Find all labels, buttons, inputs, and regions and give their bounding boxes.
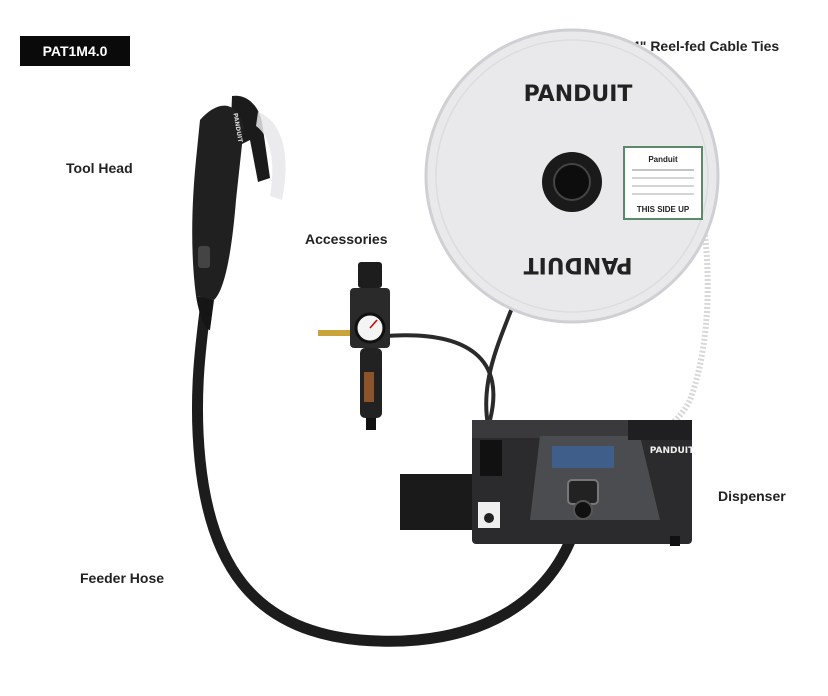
cable-tie-reel [424,28,720,324]
dispenser-brand: PANDUIT [650,446,695,456]
tool-head-label: Tool Head [66,160,133,176]
feeder-hose-label: Feeder Hose [80,570,165,586]
tool-head [192,95,286,330]
reel-brand-top: PANDUIT [524,82,633,107]
air-hose [384,333,496,421]
tie-ribbon [627,234,711,443]
filter-regulator [318,262,390,430]
reel-label: 4" Reel-fed Cable Ties [632,38,780,54]
reel-sticker-brand: Panduit [648,155,678,164]
accessories-label: Accessories [305,231,388,247]
reel-hose [484,299,517,426]
reel-sticker-note: THIS SIDE UP [637,205,690,214]
model-badge: PAT1M4.0 [20,36,130,66]
feeder-hose [191,264,586,647]
dispenser-unit [400,420,692,546]
dispenser-label: Dispenser [718,488,786,504]
reel-brand-bottom: PANDUIT [524,252,633,277]
